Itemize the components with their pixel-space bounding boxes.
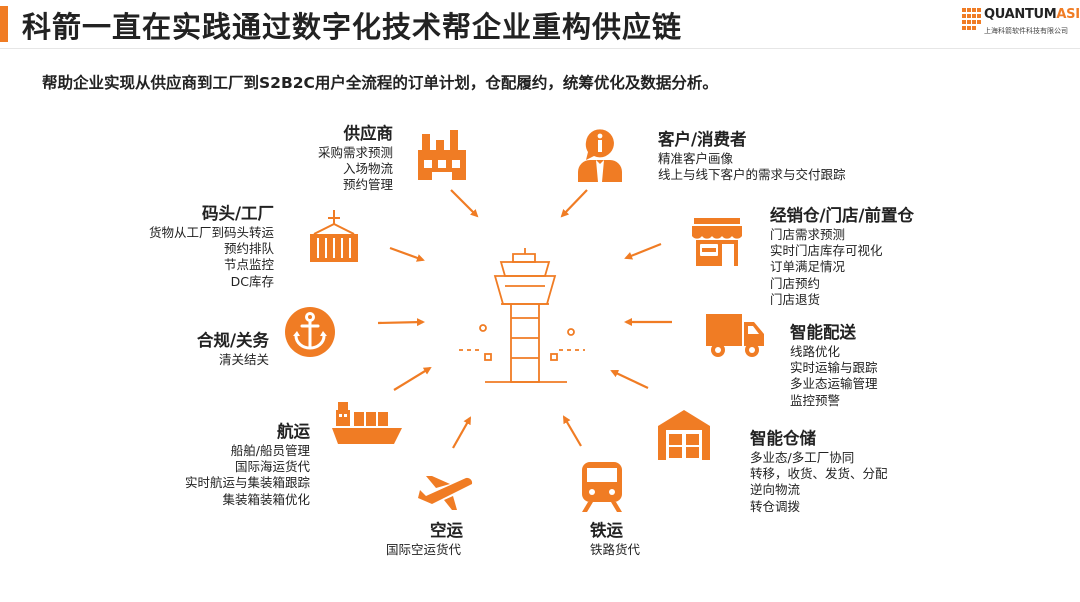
node-warehouse: 智能仓储 多业态/多工厂协同 转移，收货、发货、分配 逆向物流 转仓调拨: [750, 428, 888, 515]
node-line: 货物从工厂到码头转运: [148, 225, 274, 240]
node-line: 门店预约: [770, 275, 821, 291]
node-line: 清关结关: [218, 352, 269, 367]
node-line: 入场物流: [342, 161, 393, 177]
node-title: 供应商: [343, 124, 394, 143]
node-line: 门店需求预测: [770, 227, 846, 242]
cargo-ship-icon: [332, 402, 402, 444]
node-line: 精准客户画像: [658, 151, 734, 166]
arrow-supplier: [450, 189, 479, 218]
node-line: 实时门店库存可视化: [770, 243, 883, 259]
control-tower-icon: [459, 248, 585, 383]
node-line: 多业态运输管理: [790, 376, 878, 392]
arrow-warehouse: [610, 369, 649, 389]
node-line: 多业态/多工厂协同: [750, 450, 855, 465]
node-rail: 铁运 铁路货代: [590, 520, 640, 558]
node-line: 实时航运与集装箱跟踪: [184, 475, 310, 491]
node-title: 经销仓/门店/前置仓: [770, 206, 915, 225]
node-line: 集装箱装箱优化: [222, 491, 310, 507]
node-line: 实时运输与跟踪: [790, 360, 878, 376]
arrow-shipping: [393, 366, 432, 391]
node-title: 智能配送: [790, 323, 856, 342]
factory-icon: [418, 130, 466, 180]
node-line: 预约管理: [342, 177, 393, 193]
train-icon: [582, 462, 622, 512]
node-title: 铁运: [590, 521, 623, 540]
node-line: DC库存: [230, 273, 274, 289]
consumer-info-icon: [578, 129, 622, 182]
node-title: 客户/消费者: [658, 130, 747, 149]
logo-brand-text: QUANTUMASIA: [984, 7, 1080, 22]
node-line: 船舶/船员管理: [230, 443, 310, 458]
node-supplier: 供应商 采购需求预测 入场物流 预约管理: [290, 123, 393, 194]
title-accent-bar: [0, 6, 8, 42]
truck-icon: [706, 314, 764, 357]
storefront-icon: [692, 218, 742, 266]
node-line: 线路优化: [790, 344, 841, 359]
node-line: 铁路货代: [590, 542, 641, 557]
node-line: 采购需求预测: [317, 145, 393, 160]
airplane-icon: [418, 476, 473, 510]
page-subtitle: 帮助企业实现从供应商到工厂到S2B2C用户全流程的订单计划，仓配履约，统筹优化及…: [42, 74, 718, 92]
node-port: 码头/工厂 货物从工厂到码头转运 预约排队 节点监控 DC库存: [120, 203, 274, 290]
header-divider: [0, 48, 1080, 49]
node-line: 线上与线下客户的需求与交付跟踪: [658, 167, 846, 183]
node-line: 节点监控: [223, 257, 274, 273]
arrow-port: [389, 246, 425, 262]
node-title: 合规/关务: [196, 331, 269, 350]
logo-company-name: 上海科箭软件科技有限公司: [984, 27, 1068, 35]
node-line: 预约排队: [223, 241, 274, 257]
container-crane-icon: [310, 210, 358, 262]
node-line: 逆向物流: [750, 482, 801, 498]
node-customs: 合规/关务 清关结关: [180, 330, 269, 368]
arrow-air: [452, 416, 471, 449]
node-line: 国际海运货代: [234, 459, 310, 475]
arrow-store: [624, 242, 662, 260]
node-title: 智能仓储: [750, 429, 816, 448]
anchor-icon: [285, 307, 335, 357]
node-air: 空运 国际空运货代: [386, 520, 463, 558]
node-store: 经销仓/门店/前置仓 门店需求预测 实时门店库存可视化 订单满足情况 门店预约 …: [770, 205, 914, 308]
page-title: 科箭一直在实践通过数字化技术帮企业重构供应链: [22, 10, 683, 44]
node-delivery: 智能配送 线路优化 实时运输与跟踪 多业态运输管理 监控预警: [790, 322, 878, 409]
node-shipping: 航运 船舶/船员管理 国际海运货代 实时航运与集装箱跟踪 集装箱装箱优化: [160, 421, 310, 508]
node-customer: 客户/消费者 精准客户画像 线上与线下客户的需求与交付跟踪: [658, 129, 846, 183]
node-title: 码头/工厂: [201, 204, 274, 223]
arrow-customer: [560, 189, 588, 218]
company-logo: QUANTUMASIA 上海科箭软件科技有限公司: [962, 6, 1080, 40]
node-line: 国际空运货代: [386, 542, 462, 557]
logo-grid-icon: [962, 8, 981, 30]
node-line: 转仓调拨: [750, 498, 801, 514]
node-line: 转移，收货、发货、分配: [750, 466, 888, 482]
arrow-rail: [562, 415, 582, 447]
node-line: 门店退货: [770, 291, 821, 307]
node-title: 空运: [430, 521, 463, 540]
warehouse-icon: [658, 410, 710, 460]
node-line: 订单满足情况: [770, 259, 846, 275]
node-title: 航运: [277, 422, 310, 441]
node-line: 监控预警: [790, 392, 841, 408]
arrow-customs: [377, 318, 425, 327]
